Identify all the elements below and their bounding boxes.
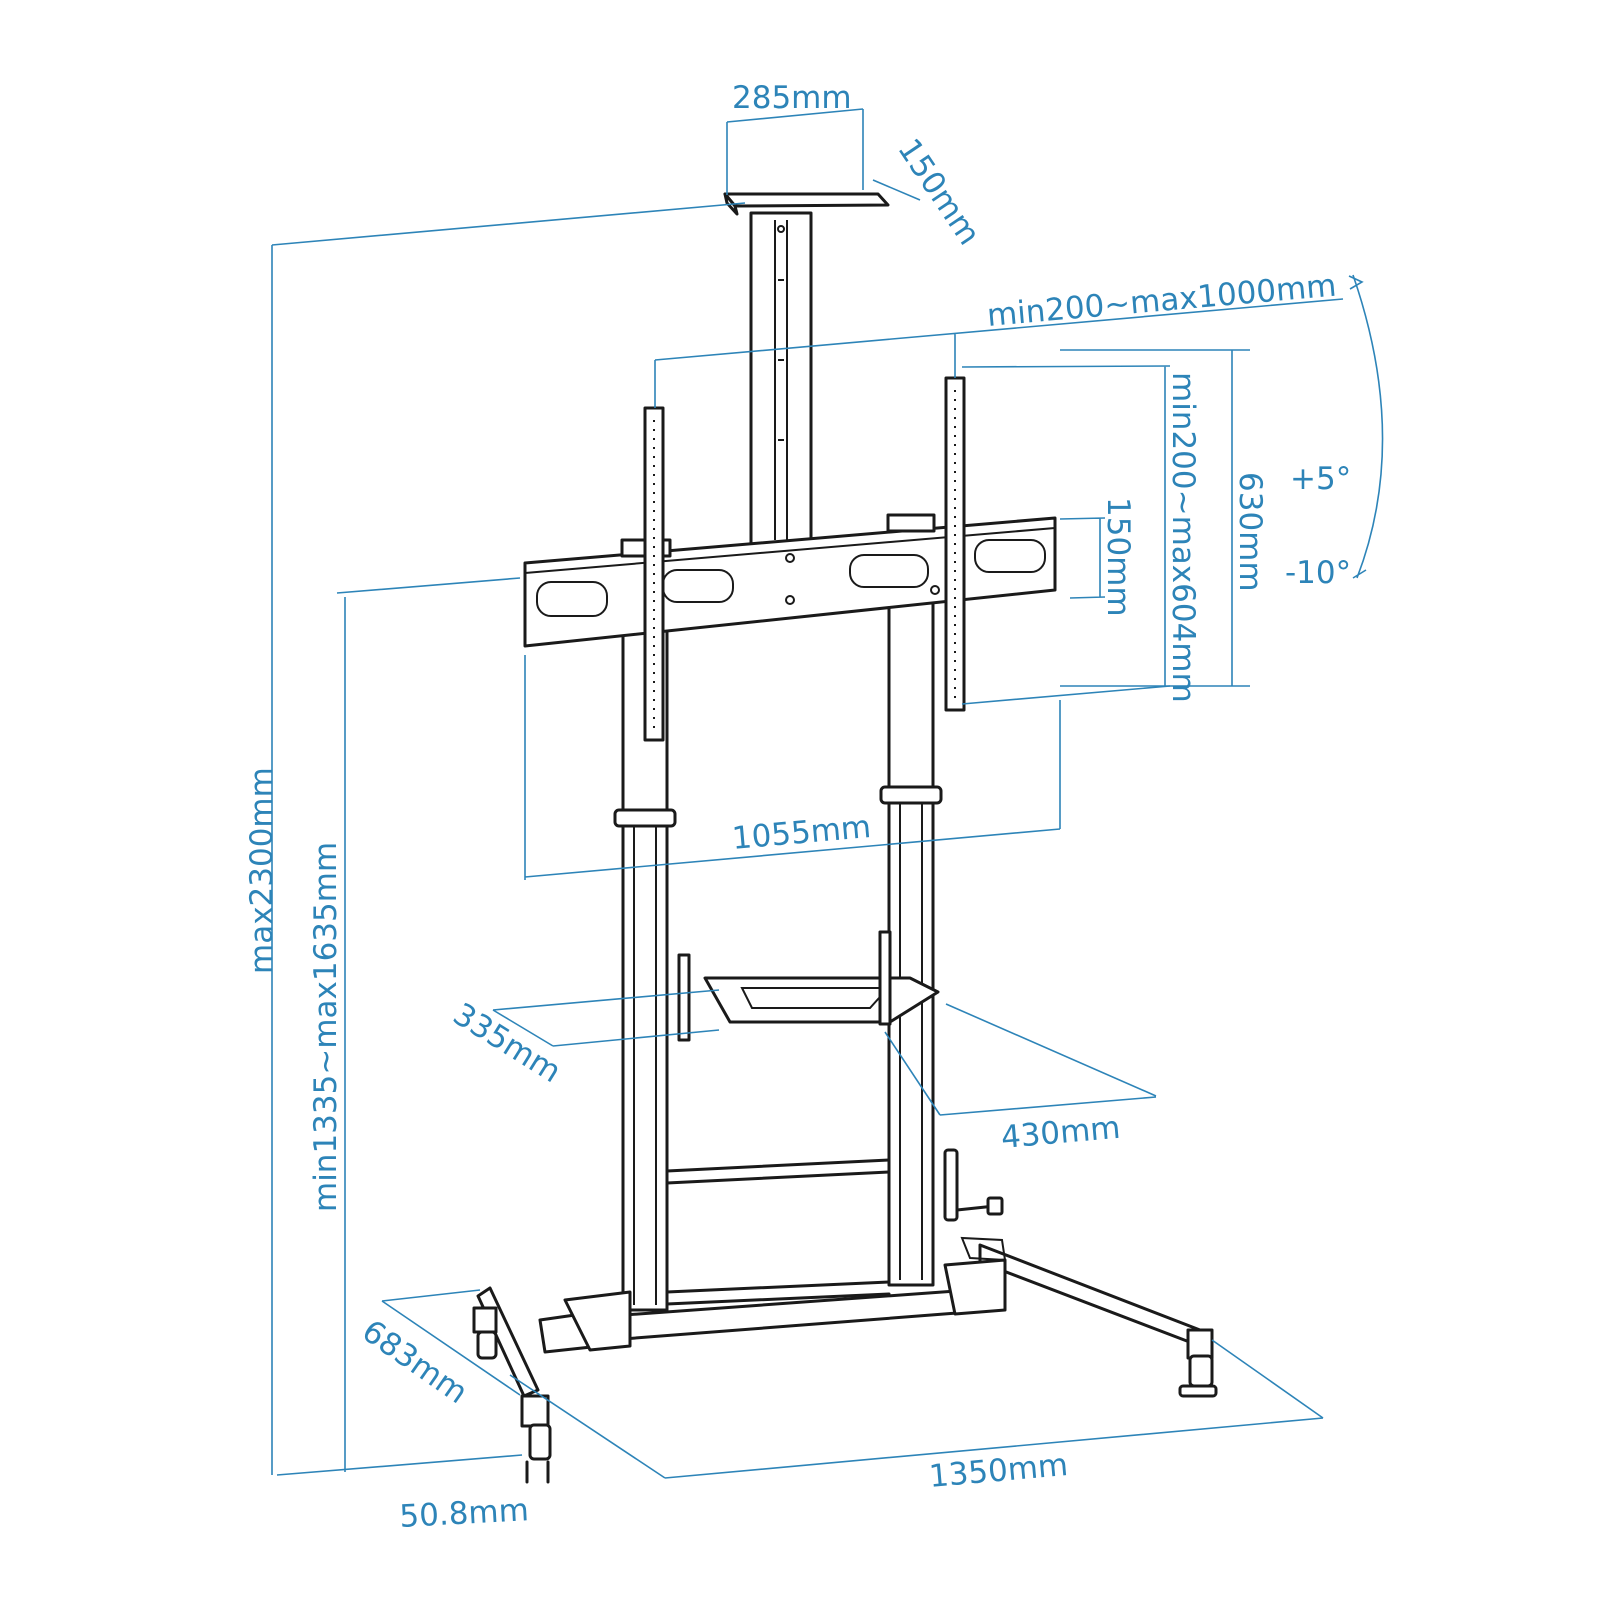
dim-tube-diameter: 50.8mm [399, 1492, 530, 1535]
camera-tray [723, 192, 890, 550]
dim-tray-depth: 150mm [890, 132, 987, 251]
dim-plate-height: 630mm [1232, 472, 1268, 592]
dim-base-depth: 683mm [355, 1313, 474, 1411]
dim-tray-width: 285mm [732, 80, 852, 116]
dim-shelf-width: 430mm [1000, 1110, 1122, 1156]
dim-mount-height-range: min1335~max1635mm [308, 842, 344, 1212]
dim-base-width: 1350mm [928, 1447, 1070, 1495]
caster-right [1178, 1328, 1218, 1398]
base-frame [476, 1236, 1202, 1398]
av-shelf [677, 930, 940, 1042]
dim-vesa-horizontal: min200~max1000mm [986, 268, 1338, 334]
left-vesa-arm [643, 406, 665, 742]
dim-plate-width: 1055mm [731, 809, 873, 857]
dimension-lines [271, 108, 1384, 1479]
right-column [879, 523, 943, 1287]
height-crank [943, 1148, 1004, 1222]
dim-plate-slot-height: 150mm [1100, 497, 1136, 617]
dim-max-height: max2300mm [244, 767, 280, 974]
caster-rear-left [472, 1306, 498, 1360]
dim-vesa-vertical: min200~max604mm [1165, 372, 1201, 703]
tv-cart-drawing [472, 192, 1218, 1484]
dim-tilt-up: +5° [1290, 461, 1351, 497]
dim-tilt-down: -10° [1285, 555, 1351, 591]
caster-front-left [520, 1394, 552, 1484]
right-vesa-arm [944, 376, 966, 712]
